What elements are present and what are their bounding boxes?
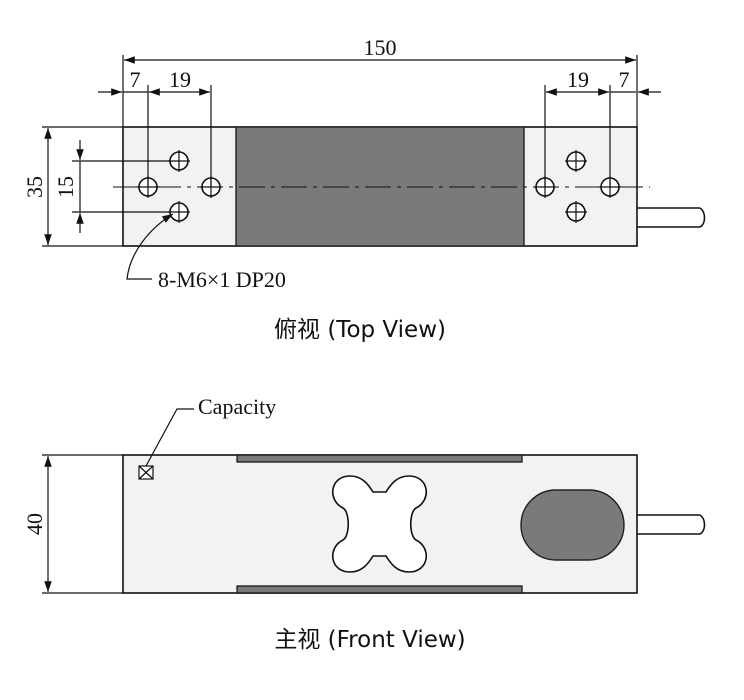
dim-hole-spacing-label: 15 xyxy=(53,176,78,198)
top-view-caption: 俯视 (Top View) xyxy=(274,317,446,343)
gauge-cover-oval xyxy=(520,489,625,561)
dim-hole-spacing: 15 xyxy=(53,140,170,233)
dim-width-label: 35 xyxy=(22,176,47,198)
dim-width: 35 xyxy=(22,126,123,247)
dim-overall-length: 150 xyxy=(122,35,638,127)
dim-overall-length-label: 150 xyxy=(364,35,397,60)
capacity-mark: Capacity xyxy=(138,394,276,480)
dim-hole-pitch-right: 19 xyxy=(567,67,589,92)
dim-edge-offset-left: 7 xyxy=(130,67,141,92)
dim-left-offsets: 7 19 xyxy=(98,67,212,187)
top-view: 150 7 19 19 7 35 xyxy=(22,35,706,343)
front-view-cable xyxy=(637,514,700,535)
front-view-top-recess xyxy=(236,454,523,463)
hole-note-label: 8-M6×1 DP20 xyxy=(158,267,286,292)
top-view-cable xyxy=(637,207,700,228)
dim-edge-offset-right: 7 xyxy=(619,67,630,92)
capacity-label: Capacity xyxy=(198,394,276,419)
front-view: Capacity 40 主视 (Front View) xyxy=(22,394,706,653)
dim-right-offsets: 19 7 xyxy=(544,67,661,187)
dim-height: 40 xyxy=(22,454,123,594)
front-view-caption: 主视 (Front View) xyxy=(274,627,465,653)
dim-hole-pitch-left: 19 xyxy=(169,67,191,92)
bending-beam-cutout xyxy=(332,475,427,573)
hole-note: 8-M6×1 DP20 xyxy=(126,213,286,292)
dim-height-label: 40 xyxy=(22,513,47,535)
front-view-bottom-recess xyxy=(236,585,523,594)
